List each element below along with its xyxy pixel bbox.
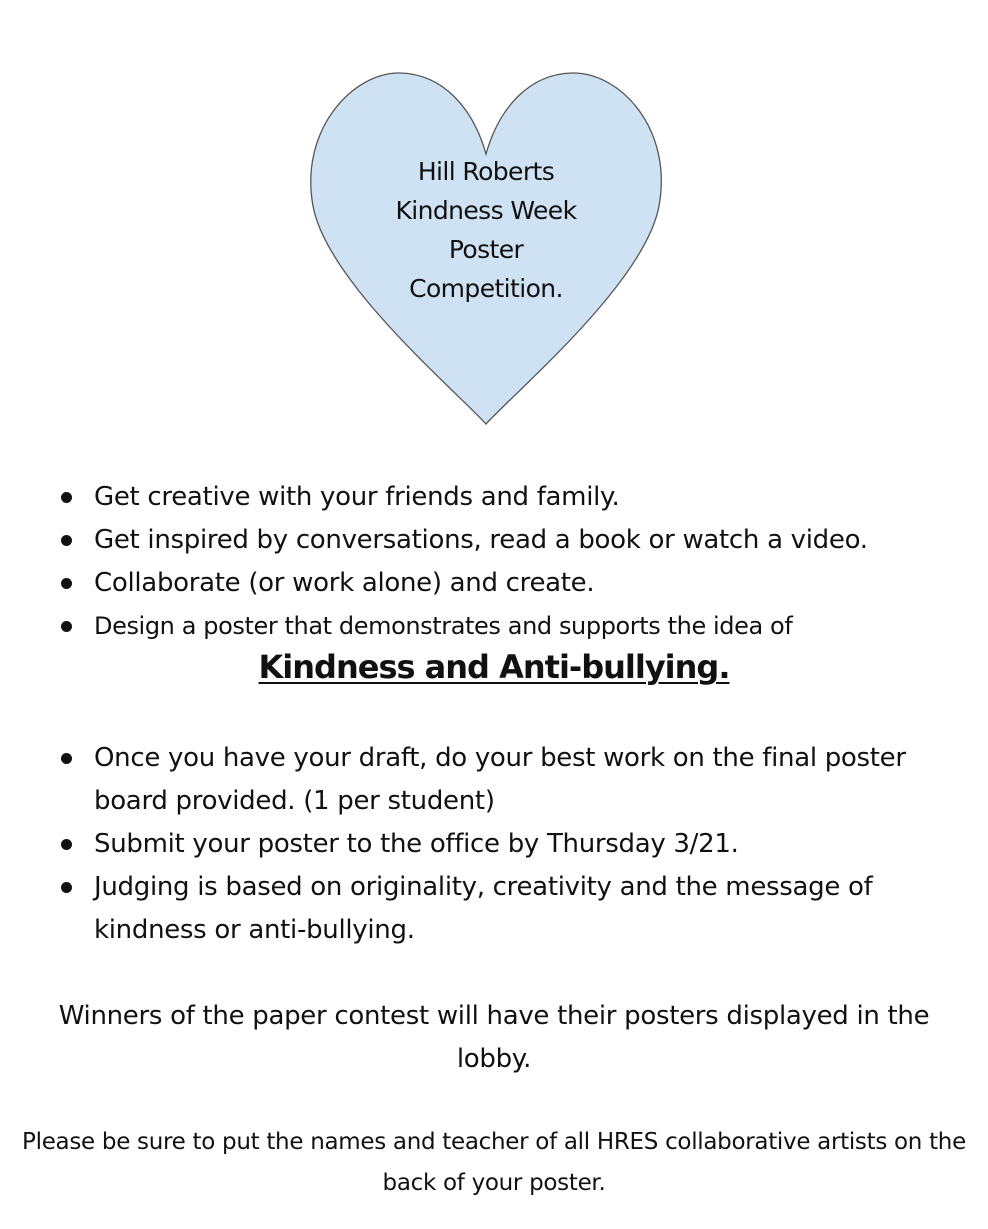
title-line: Poster xyxy=(448,235,524,264)
winners-paragraph: Winners of the paper contest will have t… xyxy=(58,1001,930,1074)
title-line: Competition. xyxy=(409,274,563,303)
title-line: Kindness Week xyxy=(395,196,578,225)
theme-headline-text: Kindness and Anti-bullying. xyxy=(258,648,731,686)
list-item: Collaborate (or work alone) and create. xyxy=(58,562,958,605)
heart-icon xyxy=(310,72,662,425)
submission-list: Once you have your draft, do your best w… xyxy=(58,737,948,952)
poster-title: Hill Roberts Kindness Week Poster Compet… xyxy=(365,152,607,308)
heart-graphic: Hill Roberts Kindness Week Poster Compet… xyxy=(305,68,667,430)
names-reminder-paragraph: Please be sure to put the names and teac… xyxy=(22,1129,966,1196)
instructions-list: Get creative with your friends and famil… xyxy=(58,476,958,648)
theme-headline: Kindness and Anti-bullying. xyxy=(0,645,988,689)
list-item: Get inspired by conversations, read a bo… xyxy=(58,519,958,562)
list-item: Submit your poster to the office by Thur… xyxy=(58,823,948,866)
list-item: Get creative with your friends and famil… xyxy=(58,476,958,519)
heart-shape xyxy=(310,72,662,425)
title-line: Hill Roberts xyxy=(417,157,555,186)
list-item: Once you have your draft, do your best w… xyxy=(58,737,948,823)
list-item: Judging is based on originality, creativ… xyxy=(58,866,948,952)
list-item: Design a poster that demonstrates and su… xyxy=(58,605,958,648)
